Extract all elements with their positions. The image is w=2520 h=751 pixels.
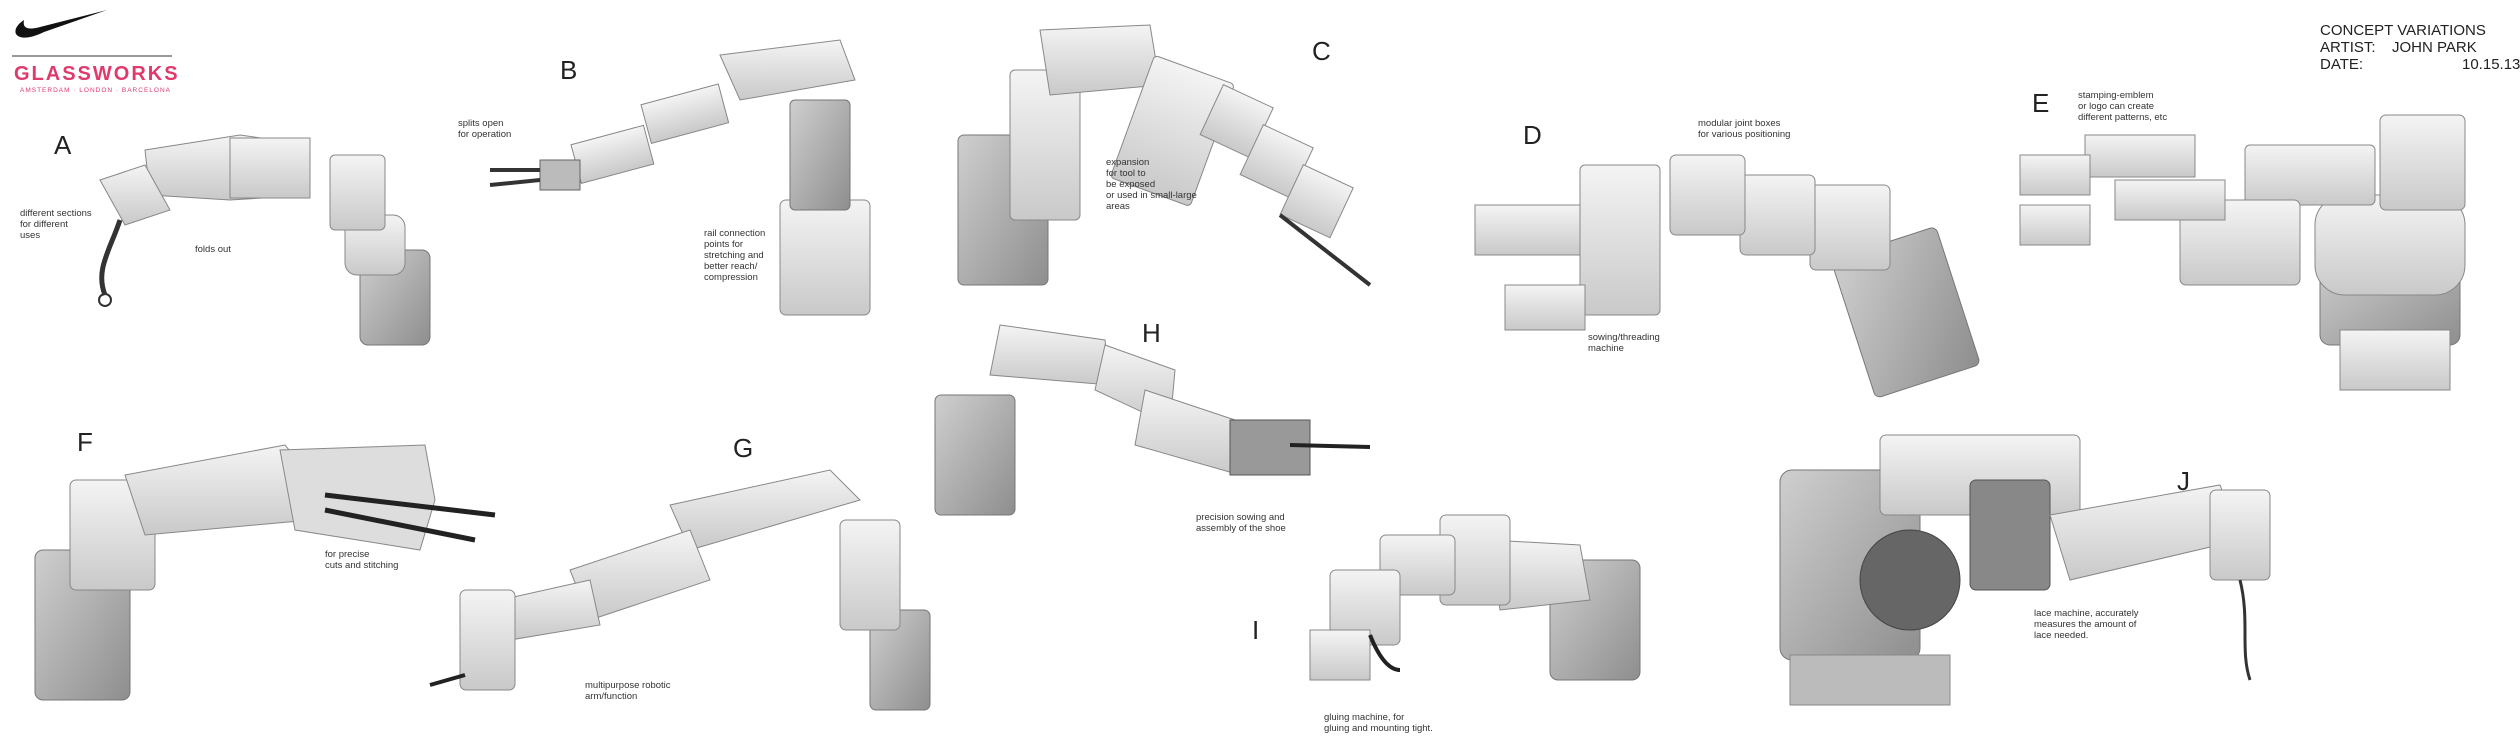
note-e-stamping: stamping-emblem or logo can create diffe… [2078,90,2168,123]
note-j-lace: lace machine, accurately measures the am… [2034,608,2139,641]
variation-label-a: A [54,130,72,160]
note-b-splits: splits open for operation [458,118,512,140]
artist-label: ARTIST: [2320,39,2376,56]
note-a-folds: folds out [195,244,231,255]
robot-arm-c-illustration [957,24,1372,287]
artist-line: ARTIST: JOHN PARK [2320,39,2477,56]
variation-label-b: B [560,55,578,85]
note-d-sowing: sowing/threading machine [1588,332,1660,354]
robot-arm-a-illustration [98,134,431,346]
note-h-precision: precision sowing and assembly of the sho… [1196,512,1286,534]
brand-divider [12,55,172,57]
variation-label-f: F [77,427,93,457]
note-d-modular: modular joint boxes for various position… [1698,118,1791,140]
robot-arm-f-illustration [34,444,496,701]
robot-arm-h-illustration [934,324,1371,516]
variation-label-g: G [733,433,754,463]
note-f-precise: for precise cuts and stitching [325,549,399,571]
note-a-sections: different sections for different uses [20,208,92,241]
note-i-gluing: gluing machine, for gluing and mounting … [1324,712,1433,734]
variation-label-c: C [1312,36,1331,66]
robot-arm-d-illustration [1474,154,1980,398]
artist-name: JOHN PARK [2392,39,2477,56]
variation-label-i: I [1252,615,1260,645]
variation-label-j: J [2177,466,2190,496]
date-label: DATE: [2320,56,2364,73]
note-c-expansion: expansion for tool to be exposed or used… [1106,157,1197,212]
variation-label-h: H [1142,318,1161,348]
variation-label-e: E [2032,88,2050,118]
brand-cities: AMSTERDAM · LONDON · BARCELONA [20,87,171,94]
date-value: 10.15.13 [2462,56,2520,73]
variation-label-d: D [1523,120,1542,150]
note-g-multipurpose: multipurpose robotic arm/function [585,680,671,702]
robot-arm-g-illustration [429,469,931,711]
robot-arm-e-illustration [2019,114,2466,391]
robot-arm-i-illustration [1309,514,1641,681]
page-title: CONCEPT VARIATIONS [2320,22,2486,39]
date-line: DATE: 10.15.13 [2320,56,2520,73]
robot-arm-b-illustration [489,39,871,316]
robot-arm-j-illustration [1779,434,2271,706]
note-b-rail: rail connection points for stretching an… [704,228,766,283]
brand-name: GLASSWORKS [14,63,180,85]
swoosh-logo-icon [15,10,107,38]
